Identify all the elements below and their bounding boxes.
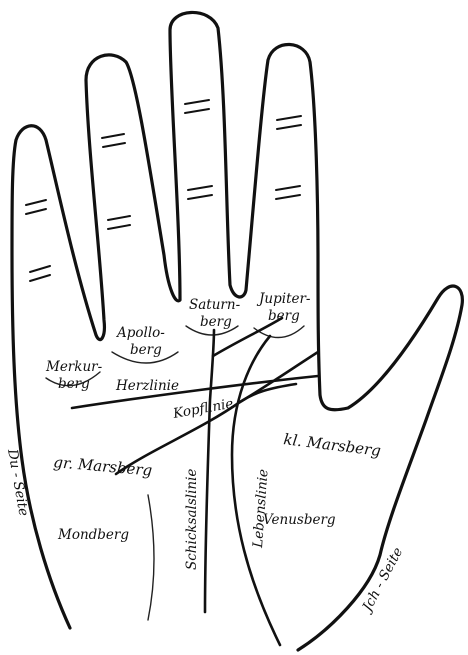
label-jupiterberg-2: berg	[268, 308, 300, 324]
label-schicksalslinie: Schicksalslinie	[184, 469, 200, 570]
label-ich-seite: Jch - Seite	[358, 545, 406, 617]
lebenslinie-branch	[240, 384, 296, 402]
label-apolloberg-2: berg	[130, 342, 162, 358]
label-gr-marsberg: gr. Marsberg	[53, 453, 153, 480]
mondberg-curve	[148, 495, 154, 620]
label-du-seite: Du - Seite	[4, 447, 32, 517]
label-mondberg: Mondberg	[57, 527, 129, 543]
label-venusberg: Venusberg	[263, 512, 336, 528]
label-lebenslinie: Lebenslinie	[250, 468, 272, 549]
label-herzlinie: Herzlinie	[115, 378, 179, 394]
label-kl-marsberg: kl. Marsberg	[283, 430, 382, 460]
label-saturnberg-1: Saturn-	[189, 297, 241, 313]
label-merkurberg-1: Merkur-	[45, 359, 103, 375]
label-saturnberg-2: berg	[200, 314, 232, 330]
label-apolloberg-1: Apollo-	[115, 325, 165, 341]
label-merkurberg-2: berg	[58, 376, 90, 392]
label-jupiterberg-1: Jupiter-	[256, 291, 311, 307]
label-kopflinie: Kopflinie	[171, 396, 235, 422]
schicksalslinie-line	[205, 330, 214, 612]
